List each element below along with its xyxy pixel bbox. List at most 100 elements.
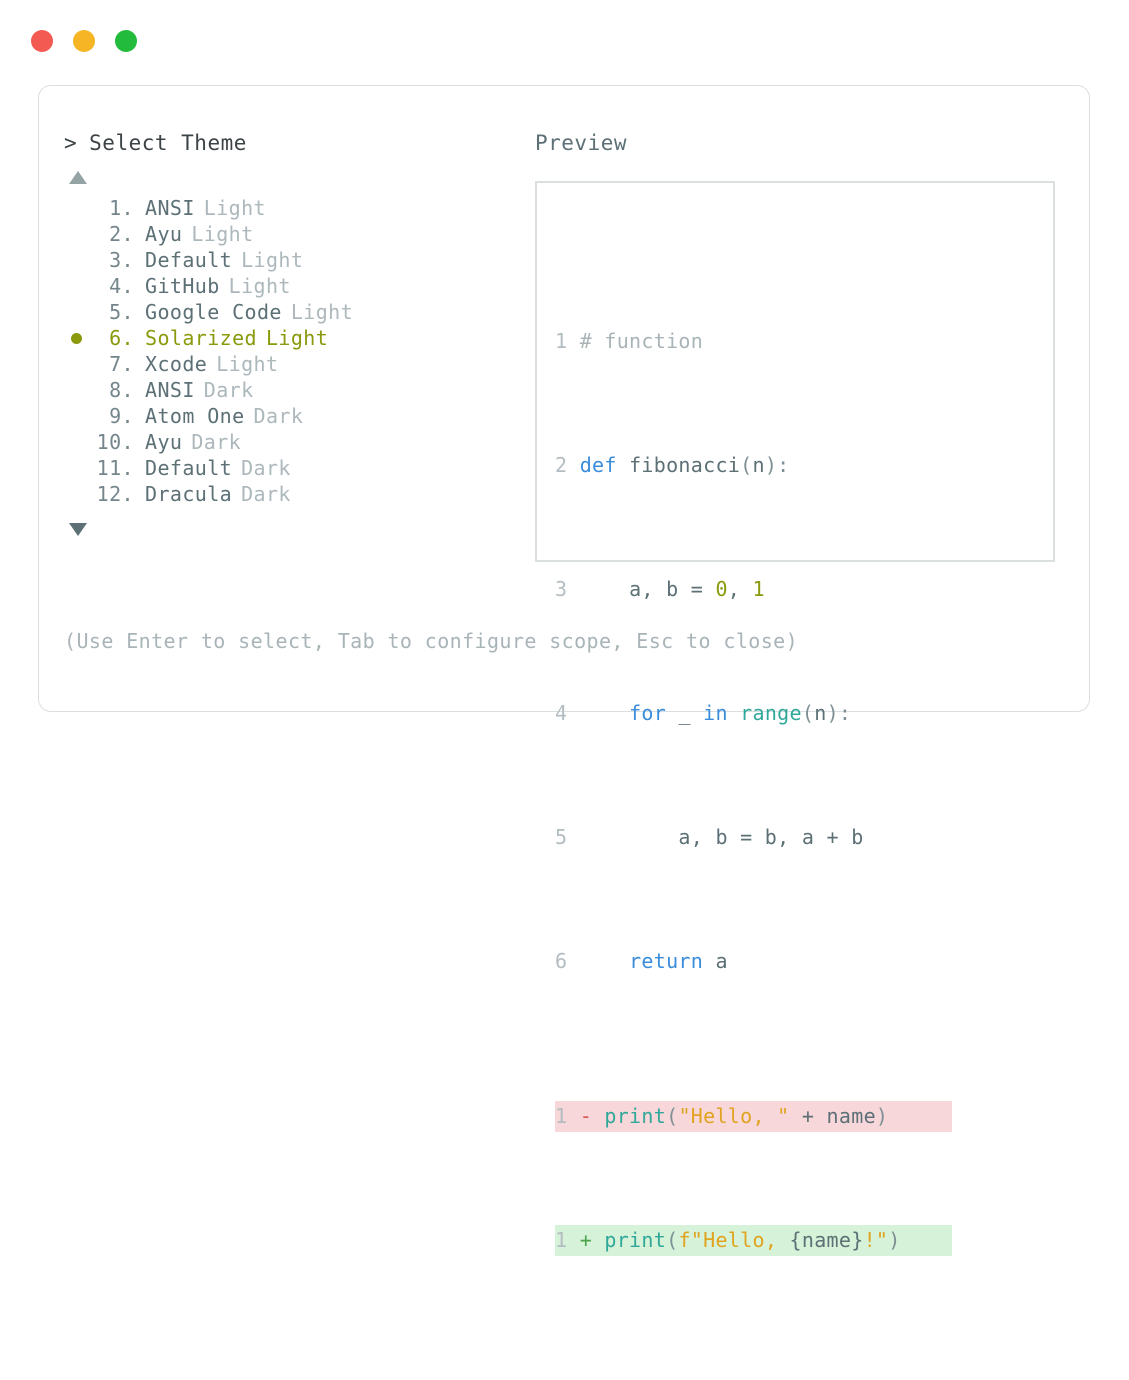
scroll-up-indicator-icon[interactable] (69, 171, 87, 184)
window-traffic-lights (31, 30, 137, 52)
list-item[interactable]: 5. Google Code Light (64, 299, 534, 325)
line-number: 3 (555, 577, 568, 601)
code-token-var: a, b = (629, 577, 716, 601)
list-item-theme-name: Ayu (145, 430, 183, 454)
list-item-index: 3. (109, 248, 134, 272)
code-token-punct: ( (666, 1228, 679, 1252)
list-item-theme-mode: Dark (191, 430, 242, 454)
list-item-theme-mode: Light (191, 222, 254, 246)
list-item[interactable]: 7. Xcode Light (64, 351, 534, 377)
list-item-theme-mode: Light (228, 274, 291, 298)
list-item-index: 10. (96, 430, 134, 454)
list-item[interactable]: 12. Dracula Dark (64, 481, 534, 507)
selection-bullet-slot (64, 332, 88, 344)
code-token-string: "Hello, " (678, 1104, 790, 1128)
list-item-theme-name: Ayu (145, 222, 183, 246)
list-item-theme-mode: Dark (241, 482, 291, 506)
code-token-var: _ (678, 701, 691, 725)
list-item[interactable]: 2. Ayu Light (64, 221, 534, 247)
list-item[interactable]: 4. GitHub Light (64, 273, 534, 299)
code-token-keyword: return (629, 949, 704, 973)
list-item-theme-mode: Light (265, 326, 329, 350)
code-token-punct: ): (764, 453, 790, 477)
code-token-punct: ): (826, 701, 852, 725)
code-token-op: + (789, 1104, 827, 1128)
list-item[interactable]: 10. Ayu Dark (64, 429, 534, 455)
scroll-down-indicator-icon[interactable] (69, 523, 87, 536)
code-line-5: 5 a, b = b, a + b (555, 822, 952, 853)
code-token-punct: ( (740, 453, 753, 477)
list-item-theme-mode: Dark (241, 456, 291, 480)
code-token-string: f"Hello, (678, 1228, 790, 1252)
code-line-2: 2 def fibonacci(n): (555, 450, 952, 481)
maximize-window-button[interactable] (115, 30, 137, 52)
preview-label: Preview (535, 131, 628, 155)
theme-selector-card: > Select Theme 1. ANSI Light 2. Ayu Ligh… (38, 85, 1090, 1256)
theme-selector-panel: > Select Theme 1. ANSI Light 2. Ayu Ligh… (64, 131, 534, 536)
list-item-theme-name: Atom One (145, 404, 245, 428)
close-window-button[interactable] (31, 30, 53, 52)
list-item[interactable]: 3. Default Light (64, 247, 534, 273)
list-item-index: 11. (96, 456, 134, 480)
list-item-theme-mode: Light (216, 352, 279, 376)
code-token-var: a (715, 949, 728, 973)
line-number: 6 (555, 949, 568, 973)
list-item-theme-mode: Light (241, 248, 304, 272)
code-token-number: 0 (715, 577, 728, 601)
line-number: 2 (555, 453, 568, 477)
code-token-punct: , (727, 577, 753, 601)
list-item-index: 9. (109, 404, 134, 428)
list-item-theme-name: Default (145, 456, 233, 480)
list-item-theme-name: ANSI (145, 378, 195, 402)
prompt-caret-icon: > (64, 131, 78, 155)
diff-sign-removed: - (579, 1104, 593, 1128)
list-item-index: 7. (109, 352, 134, 376)
list-item-theme-mode: Light (290, 300, 354, 324)
footer-hint-text: (Use Enter to select, Tab to configure s… (64, 629, 799, 653)
code-token-function: fibonacci (629, 453, 741, 477)
code-token-punct: ( (801, 701, 815, 725)
selector-header: > Select Theme (64, 131, 534, 155)
code-line-3: 3 a, b = 0, 1 (555, 574, 952, 605)
list-item-index: 8. (109, 378, 134, 402)
code-token-keyword: for (629, 701, 667, 725)
list-item[interactable]: 11. Default Dark (64, 455, 534, 481)
list-item-theme-name: Xcode (145, 352, 208, 376)
list-item-selected[interactable]: 6. Solarized Light (64, 325, 534, 351)
code-token-var: name (826, 1104, 876, 1128)
minimize-window-button[interactable] (73, 30, 95, 52)
list-item[interactable]: 9. Atom One Dark (64, 403, 534, 429)
list-item-theme-name: Google Code (145, 300, 282, 324)
theme-list: 1. ANSI Light 2. Ayu Light 3. Default Li… (64, 195, 534, 507)
code-token-var: n (814, 701, 827, 725)
code-line-4: 4 for _ in range(n): (555, 698, 952, 729)
list-item[interactable]: 1. ANSI Light (64, 195, 534, 221)
code-token-comment: # function (579, 329, 704, 353)
code-token-builtin: print (604, 1104, 667, 1128)
diff-line-added: 1 + print(f"Hello, {name}!") (555, 1225, 952, 1256)
code-token-punct: ) (875, 1104, 889, 1128)
code-token-builtin: print (604, 1228, 667, 1252)
list-item[interactable]: 8. ANSI Dark (64, 377, 534, 403)
code-token-keyword: def (579, 453, 617, 477)
list-item-theme-name: Default (145, 248, 233, 272)
selected-bullet-icon (70, 332, 82, 344)
line-number: 1 (555, 1104, 568, 1128)
list-item-index: 12. (96, 482, 134, 506)
list-item-theme-name: ANSI (145, 196, 195, 220)
diff-sign-added: + (579, 1228, 593, 1252)
code-token-interp: {name} (789, 1228, 864, 1252)
list-item-theme-name: Dracula (145, 482, 233, 506)
diff-line-removed: 1 - print("Hello, " + name) (555, 1101, 952, 1132)
line-number: 1 (555, 1228, 568, 1252)
list-item-index: 1. (109, 196, 134, 220)
code-token-string: !" (863, 1228, 889, 1252)
list-item-theme-mode: Light (203, 196, 266, 220)
list-item-index: 5. (109, 300, 134, 324)
list-item-theme-name: Solarized (145, 326, 257, 350)
list-item-index: 4. (109, 274, 134, 298)
code-token-keyword: in (703, 701, 728, 725)
diff-block: 1 - print("Hello, " + name) 1 + print(f"… (555, 1073, 952, 1314)
preview-code-box: 1 # function 2 def fibonacci(n): 3 a, b … (535, 181, 1055, 1256)
list-item-theme-name: GitHub (145, 274, 220, 298)
